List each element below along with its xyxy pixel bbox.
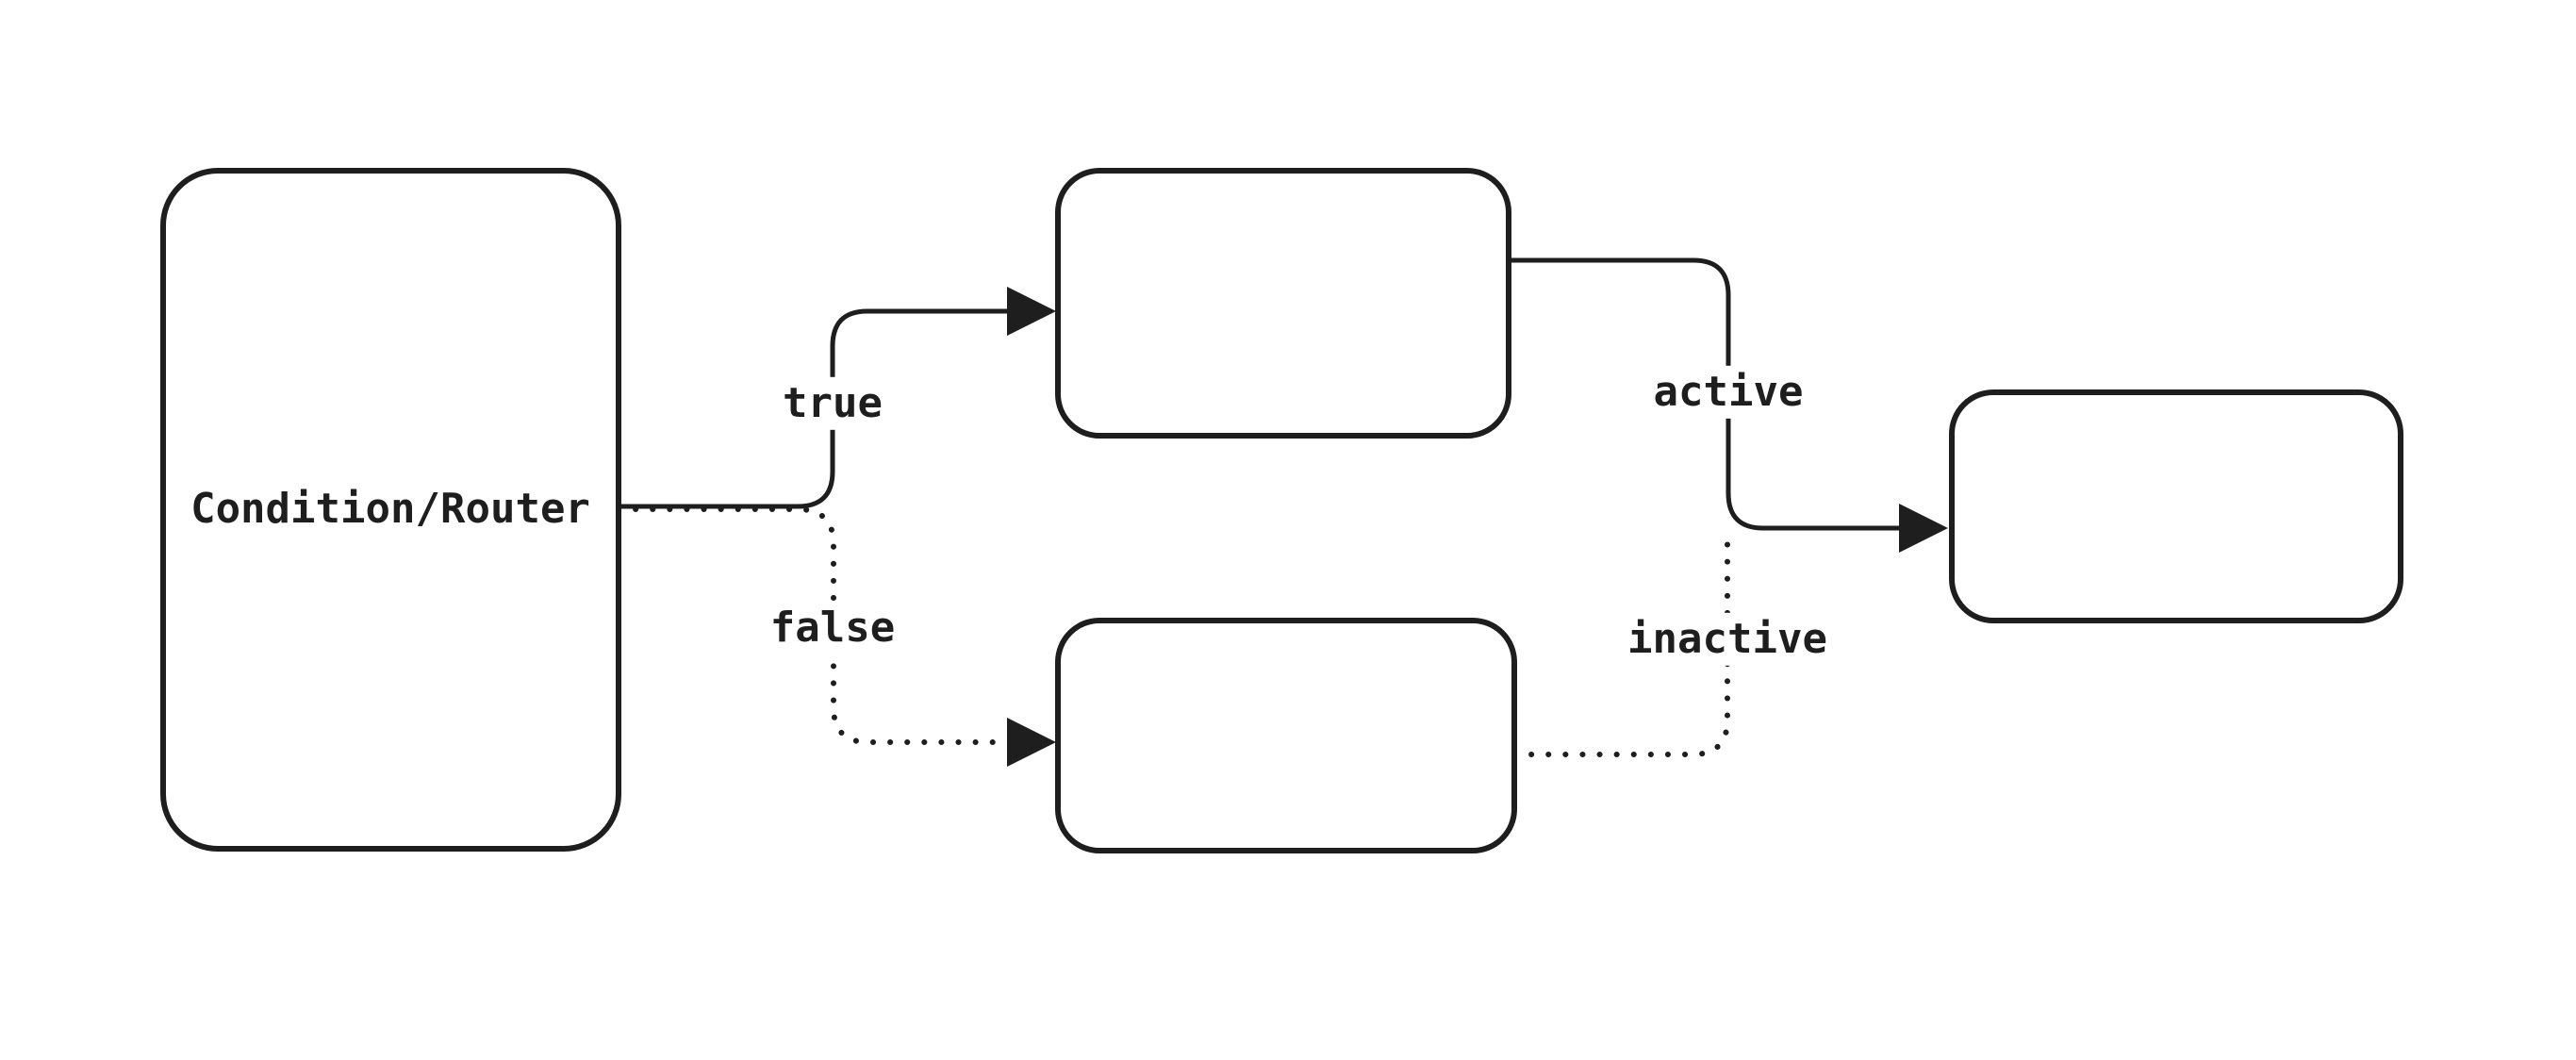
condition-router-label: Condition/Router [190,484,590,533]
active-edge-arrowhead-icon [1899,504,1948,553]
active-edge-label: active [1643,365,1813,420]
inactive-edge-label: inactive [1618,612,1837,667]
result-node [1949,389,2403,623]
top-branch-node [1055,168,1511,439]
bottom-branch-node [1055,618,1517,853]
nodes-layer [160,168,2403,853]
inactive-edge [1511,538,1730,757]
false-edge-arrowhead-icon [1007,718,1056,767]
false-edge-label: false [760,601,905,655]
false-edge [616,506,1004,745]
condition-router-node [160,168,621,852]
true-edge-arrowhead-icon [1007,287,1056,336]
true-edge-label: true [773,376,892,431]
